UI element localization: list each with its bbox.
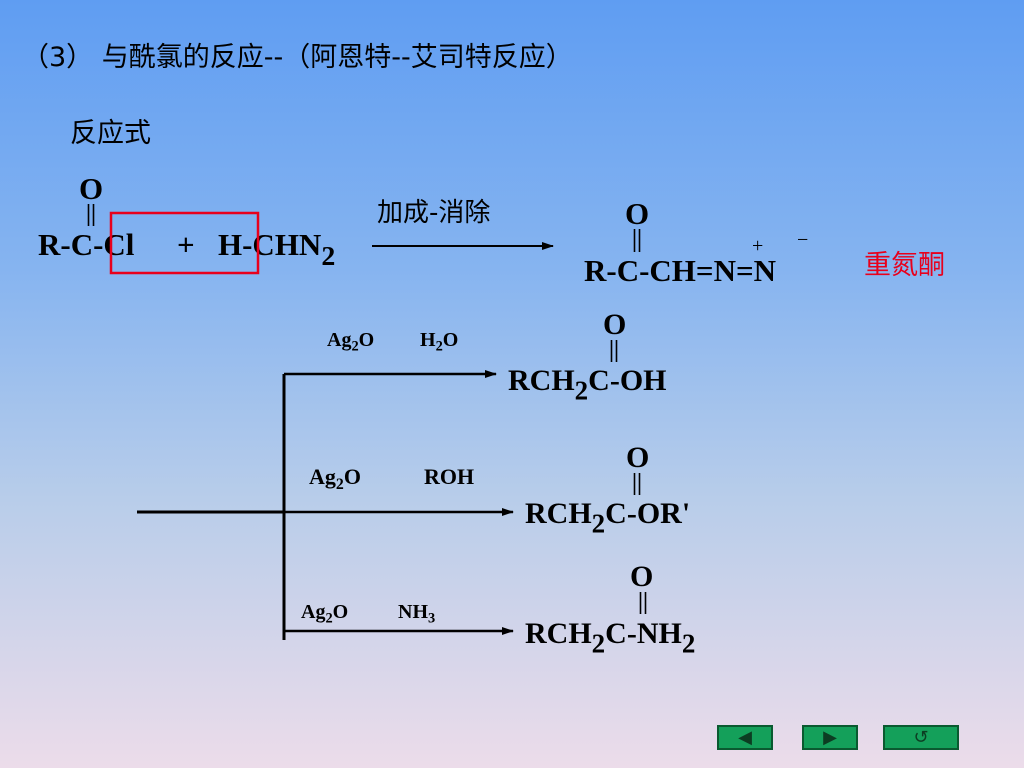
return-arrow-icon: ↺ [913,726,929,748]
double-bond-product [633,229,641,252]
branch2-oxygen: O [626,441,650,474]
next-slide-button[interactable]: ▶ [802,725,858,750]
slide-title: （3） 与酰氯的反应--（阿恩特--艾司特反应） [22,42,573,73]
branch2-reagent-ag2o: Ag2O [309,464,361,493]
branch1-reagent-water: H2O [420,329,459,355]
highlight-box [109,211,260,275]
branch3-product-amide: RCH2C-NH2 [525,617,696,659]
equation-label: 反应式 [70,118,151,149]
product-oxygen: O [625,196,650,231]
product-name: 重氮酮 [864,250,945,281]
product-diazoketone: R-C-CH=N=N [584,253,777,288]
double-bond-reactant [87,204,95,226]
branch3-reagent-ag2o: Ag2O [301,601,349,627]
branch2-reagent-alcohol: ROH [424,464,475,489]
charge-plus: + [752,235,764,257]
condition-label: 加成-消除 [377,198,491,228]
return-button[interactable]: ↺ [883,725,959,750]
triangle-left-icon: ◀ [738,726,752,748]
double-bond-branch2 [633,473,641,495]
prev-slide-button[interactable]: ◀ [717,725,773,750]
triangle-right-icon: ▶ [823,726,837,748]
plus-sign: + [177,227,195,262]
reactant-oxygen: O [79,171,104,206]
reactant-acyl-chloride: R-C-Cl [38,227,135,262]
branch2-product-ester: RCH2C-OR' [525,497,691,539]
double-bond-branch1 [610,340,618,362]
branch3-reagent-ammonia: NH3 [398,601,436,627]
branch1-product-acid: RCH2C-OH [508,364,667,406]
branch1-reagent-ag2o: Ag2O [327,329,375,355]
charge-minus: − [797,229,809,251]
branch3-oxygen: O [630,560,654,593]
double-bond-branch3 [639,592,647,614]
reagent-diazomethane: H-CHN2 [218,227,336,272]
branch1-oxygen: O [603,308,627,341]
